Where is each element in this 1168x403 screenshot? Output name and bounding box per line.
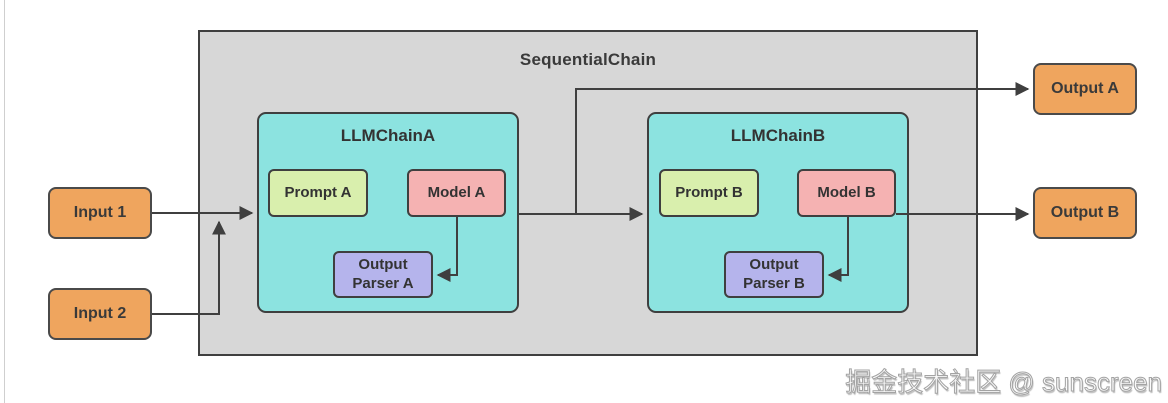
llm-chain-b-title: LLMChainB — [730, 126, 826, 145]
output-a-node: Output A — [1033, 63, 1137, 115]
input-1-node: Input 1 — [48, 187, 152, 239]
output-parser-a-node: Output Parser A — [333, 251, 433, 298]
input-2-node: Input 2 — [48, 288, 152, 340]
model-a-node: Model A — [407, 169, 506, 217]
prompt-a-node: Prompt A — [268, 169, 368, 217]
model-b-node: Model B — [797, 169, 896, 217]
page-edge-line — [4, 0, 5, 403]
prompt-b-node: Prompt B — [659, 169, 759, 217]
output-parser-b-node: Output Parser B — [724, 251, 824, 298]
watermark-text: 掘金技术社区 @ sunscreen — [845, 367, 1163, 398]
sequential-chain-title: SequentialChain — [519, 50, 657, 69]
output-b-node: Output B — [1033, 187, 1137, 239]
llm-chain-a-title: LLMChainA — [340, 126, 436, 145]
